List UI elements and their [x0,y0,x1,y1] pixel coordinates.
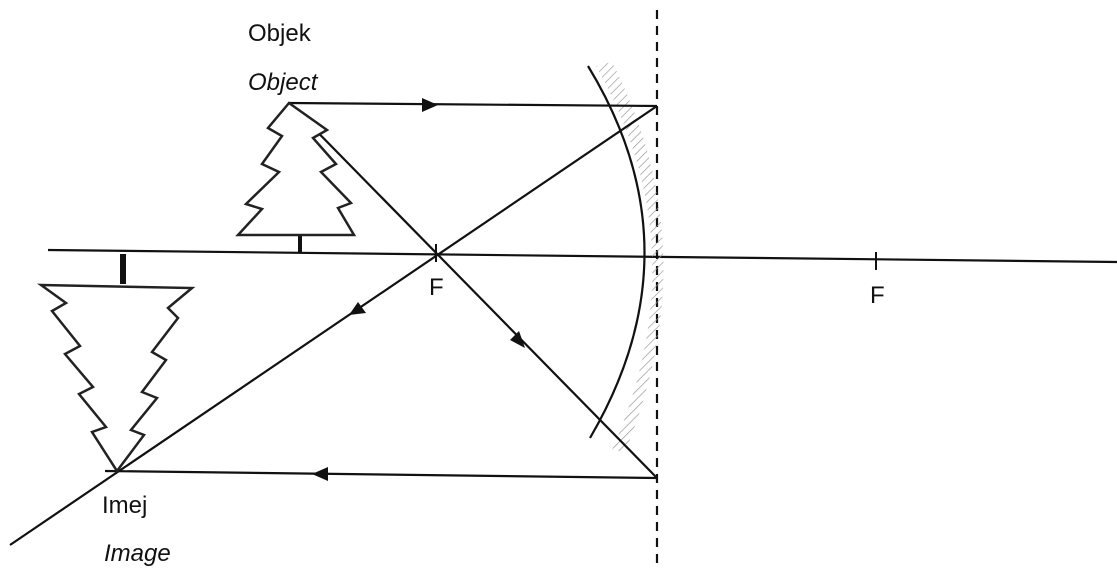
object-label-english: Object [248,69,318,96]
ray-reflected-parallel [104,469,658,480]
arrowhead-incident-parallel [422,98,438,112]
arrowhead-incident-through-focus [510,331,525,348]
image-tree [37,254,196,474]
image-label-malay: Imej [102,492,148,519]
focal-point-left-label: F [429,274,444,301]
object-tree [235,101,357,252]
arrowhead-reflected-through-focus [349,302,366,315]
image-label-english: Image [104,540,171,567]
concave-mirror [587,65,646,439]
focal-point-right-label: F [870,282,885,309]
ray-parallel-incident [288,101,658,108]
mirror-hatching [596,62,664,452]
ray-incident-through-focus [288,102,658,479]
arrowhead-reflected-parallel [312,467,328,481]
principal-axis [47,248,1117,264]
object-label-malay: Objek [248,20,311,47]
